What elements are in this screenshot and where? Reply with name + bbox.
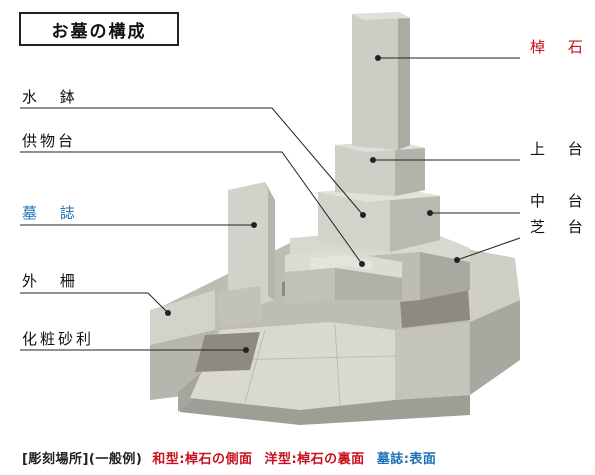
label-suibachi: 水 鉢 — [22, 88, 84, 106]
jodai-stone — [335, 141, 425, 196]
label-keshojari: 化粧砂利 — [22, 330, 95, 348]
memorial-tablet — [218, 182, 275, 328]
chudai-stone — [318, 186, 440, 252]
leader-gaisaku — [20, 292, 169, 314]
label-jodai: 上 台 — [530, 140, 592, 158]
caption-yogata: 洋型:棹石の裏面 — [264, 452, 365, 467]
leader-kumotsudai — [20, 151, 363, 265]
caption-heading: [彫刻場所](一般例) — [22, 452, 143, 467]
label-saoishi: 棹 石 — [530, 38, 592, 56]
caption-boshi: 墓誌:表面 — [376, 452, 437, 467]
leader-lines — [20, 55, 521, 353]
leader-suibachi — [20, 107, 364, 216]
caption-wagata: 和型:棹石の側面 — [152, 452, 253, 467]
label-chudai: 中 台 — [530, 192, 592, 210]
label-boshi: 墓 誌 — [22, 204, 84, 222]
label-shibadai: 芝 台 — [530, 218, 592, 236]
label-gaisaku: 外 柵 — [22, 272, 84, 290]
saoishi-stone — [352, 12, 410, 150]
page-title: お墓の構成 — [19, 12, 179, 46]
label-kumotsudai: 供物台 — [22, 132, 77, 150]
offering-stand — [285, 250, 402, 305]
engraving-caption: [彫刻場所](一般例) 和型:棹石の側面洋型:棹石の裏面墓誌:表面 — [22, 448, 436, 467]
leader-shibadai — [456, 237, 521, 261]
